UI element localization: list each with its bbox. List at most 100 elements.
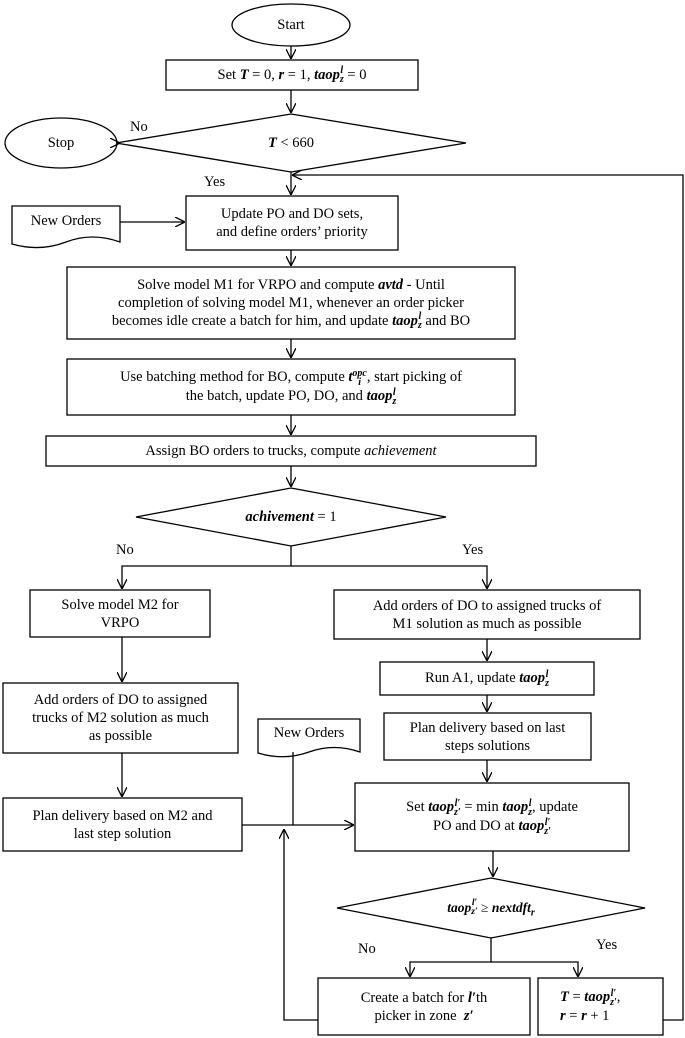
yes-label-2: Yes bbox=[462, 542, 484, 558]
plan-last-line-1: Plan delivery based on last bbox=[409, 719, 566, 736]
add-m2-line-2: trucks of M2 solution as much bbox=[32, 710, 209, 726]
set-min-box-shape bbox=[354, 782, 630, 852]
final-eq2: = bbox=[569, 1007, 578, 1024]
no-label-1: No bbox=[130, 119, 148, 135]
run-a1-text: Run A1, update bbox=[425, 670, 516, 687]
plan-last-box: Plan delivery based on last steps soluti… bbox=[384, 713, 591, 760]
plan-last-line-2: steps solutions bbox=[445, 737, 530, 754]
assign-text: Assign BO orders to trucks, compute bbox=[145, 443, 361, 459]
final-eq: = bbox=[572, 989, 581, 1006]
plan-m2-line-1: Plan delivery based on M2 and bbox=[32, 807, 213, 824]
final-plus: + 1 bbox=[590, 1007, 610, 1024]
set-min-l1a: Set bbox=[406, 799, 425, 816]
init-eq0: = 0, bbox=[252, 66, 275, 83]
solve-m1-l3b: and BO bbox=[425, 312, 471, 329]
cond3-rel: ≥ bbox=[481, 899, 489, 915]
stop-label: Stop bbox=[47, 135, 75, 151]
var-avtd: avtd bbox=[378, 276, 404, 293]
create-batch-l2a: picker in zone bbox=[374, 1007, 457, 1024]
set-min-l1c: , update bbox=[532, 799, 578, 816]
cond1-rest: < 660 bbox=[280, 135, 315, 151]
solve-m2-line-1: Solve model M2 for bbox=[61, 596, 179, 613]
cond1-T: T bbox=[267, 135, 277, 151]
final-r2: r bbox=[581, 1007, 587, 1024]
yes-label-1: Yes bbox=[204, 174, 226, 190]
create-batch-box-shape bbox=[317, 977, 531, 1036]
decision-achievement: achivement = 1 bbox=[190, 505, 392, 529]
add-m2-box-shape bbox=[2, 682, 239, 754]
add-m2-line-3: as possible bbox=[88, 728, 153, 744]
init-box-shape bbox=[165, 59, 419, 91]
create-batch-l1a: Create a batch for bbox=[360, 989, 465, 1006]
start-label: Start bbox=[277, 17, 305, 33]
document-new-orders-1 bbox=[11, 205, 121, 249]
update-box: Update PO and DO sets, and define orders… bbox=[186, 196, 398, 250]
update-box-shape bbox=[185, 195, 399, 251]
init-prefix: Set bbox=[217, 66, 237, 83]
add-m2-line-1: Add orders of DO to assigned bbox=[33, 692, 208, 708]
solve-m2-line-2: VRPO bbox=[100, 614, 140, 631]
update-line-1: Update PO and DO sets, bbox=[220, 206, 364, 222]
init-eq1: = 1, bbox=[287, 66, 311, 83]
add-m2-box: Add orders of DO to assigned trucks of M… bbox=[3, 683, 238, 753]
update-line-2: and define orders’ priority bbox=[216, 224, 368, 240]
batching-l1b: , start picking of bbox=[366, 369, 462, 386]
set-min-l1b: = min bbox=[464, 799, 499, 816]
init-eq2: = 0 bbox=[347, 66, 367, 83]
batching-l1a: Use batching method for BO, compute bbox=[120, 369, 345, 386]
var-T: T bbox=[239, 66, 249, 83]
final-update-box-shape bbox=[537, 977, 664, 1036]
solve-m1-box: Solve model M1 for VRPO and compute avtd… bbox=[67, 267, 515, 339]
decision-time: T < 660 bbox=[200, 130, 382, 156]
assign-em: achievement bbox=[364, 443, 437, 459]
cond2-rest: = 1 bbox=[317, 509, 337, 525]
no-label-3: No bbox=[358, 941, 376, 957]
var-lprime: l′ bbox=[467, 989, 476, 1006]
add-m1-box: Add orders of DO to assigned trucks of M… bbox=[334, 590, 640, 639]
final-comma: , bbox=[616, 989, 621, 1006]
solve-m1-l3a: becomes idle create a batch for him, and… bbox=[111, 312, 389, 329]
solve-m1-l1b: - Until bbox=[406, 276, 445, 293]
solve-m2-box-shape bbox=[29, 589, 211, 638]
document-new-orders-2 bbox=[257, 718, 361, 758]
create-batch-box: Create a batch for l′th picker in zone z… bbox=[318, 978, 530, 1035]
solve-m1-l2: completion of solving model M1, whenever… bbox=[118, 294, 464, 311]
solve-m2-box: Solve model M2 for VRPO bbox=[30, 590, 210, 637]
create-batch-l1b: th bbox=[475, 989, 488, 1006]
new-orders-doc-1: New Orders bbox=[30, 213, 102, 229]
var-r: r bbox=[278, 66, 285, 83]
final-r: r bbox=[560, 1007, 566, 1024]
set-min-l2a: PO and DO at bbox=[433, 818, 515, 834]
assign-box: Assign BO orders to trucks, compute achi… bbox=[46, 436, 536, 466]
final-T: T bbox=[560, 989, 569, 1006]
yes-label-3: Yes bbox=[596, 937, 618, 953]
cond3-nextdft: nextdftr bbox=[491, 899, 535, 919]
plan-m2-line-2: last step solution bbox=[73, 825, 172, 842]
solve-m1-l1a: Solve model M1 for VRPO and compute bbox=[137, 276, 375, 293]
add-m1-line-1: Add orders of DO to assigned trucks of bbox=[372, 597, 602, 614]
no-label-2: No bbox=[116, 542, 134, 558]
plan-m2-box: Plan delivery based on M2 and last step … bbox=[3, 798, 242, 851]
new-orders-doc-2: New Orders bbox=[273, 725, 345, 741]
add-m1-line-2: M1 solution as much as possible bbox=[392, 615, 582, 632]
cond2-var: achivement bbox=[245, 509, 314, 525]
batching-l2a: the batch, update PO, DO, and bbox=[185, 388, 363, 404]
var-zprime: z′ bbox=[463, 1007, 474, 1024]
